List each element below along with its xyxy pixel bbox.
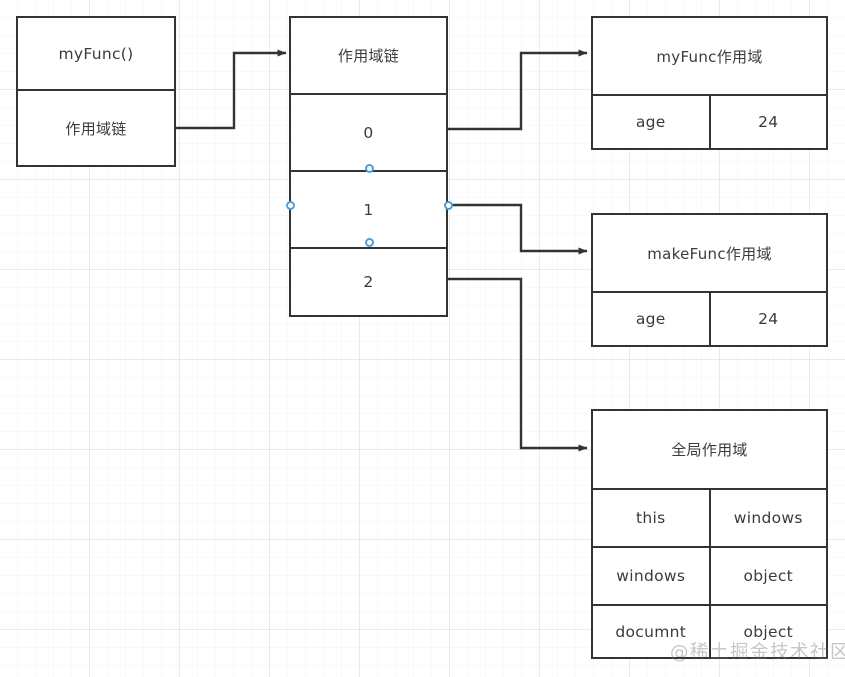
node-my-func[interactable]: myFunc() 作用域链 (16, 16, 176, 167)
node-global-scope-key-1: windows (616, 567, 686, 585)
node-global-scope[interactable]: 全局作用域 this windows windows object documn… (591, 409, 828, 659)
node-scope-chain-row-0[interactable]: 0 (291, 93, 446, 170)
edge-scopechain-1-to-makefunc-scope (448, 203, 588, 255)
edge-myfunc-to-scopechain (176, 49, 287, 130)
node-make-func-scope[interactable]: makeFunc作用域 age 24 (591, 213, 828, 347)
node-global-scope-title-row: 全局作用域 (593, 411, 826, 488)
resize-handle-right[interactable] (443, 200, 453, 210)
edge-scopechain-2-to-global-scope (448, 277, 588, 452)
node-my-func-scope[interactable]: myFunc作用域 age 24 (591, 16, 828, 150)
node-make-func-scope-title: makeFunc作用域 (647, 244, 772, 263)
node-scope-chain-cell-1: 1 (363, 200, 374, 219)
node-make-func-scope-title-row: makeFunc作用域 (593, 215, 826, 291)
resize-handle-left[interactable] (285, 200, 295, 210)
node-global-scope-row-2[interactable]: documnt object (593, 604, 826, 657)
node-my-func-title-row: myFunc() (18, 18, 174, 89)
node-scope-chain-title: 作用域链 (337, 47, 400, 65)
node-my-func-title: myFunc() (58, 44, 134, 63)
node-my-func-scope-title: myFunc作用域 (656, 47, 763, 66)
node-global-scope-key-2: documnt (615, 622, 687, 641)
node-global-scope-key-0: this (636, 509, 666, 527)
resize-handle-bottom[interactable] (364, 237, 374, 247)
node-global-scope-value-2: object (708, 606, 827, 657)
node-my-func-scope-key-0: age (635, 113, 666, 131)
node-scope-chain-cell-2: 2 (363, 273, 374, 291)
node-scope-chain-cell-0: 0 (363, 123, 374, 142)
node-my-func-cell-scope-chain: 作用域链 (65, 119, 127, 138)
resize-handle-top[interactable] (364, 163, 374, 173)
node-make-func-scope-value-0: 24 (708, 293, 827, 345)
node-my-func-scope-row-0[interactable]: age 24 (593, 94, 826, 148)
node-make-func-scope-key-0: age (635, 310, 666, 328)
node-global-scope-row-1[interactable]: windows object (593, 546, 826, 604)
node-global-scope-title: 全局作用域 (671, 441, 748, 459)
node-my-func-scope-value-0: 24 (708, 96, 827, 148)
node-global-scope-row-0[interactable]: this windows (593, 488, 826, 546)
node-scope-chain-row-2[interactable]: 2 (291, 247, 446, 315)
node-scope-chain-title-row: 作用域链 (291, 18, 446, 93)
node-my-func-row-0[interactable]: 作用域链 (18, 89, 174, 165)
watermark: @稀土掘金技术社区 (670, 642, 845, 663)
node-global-scope-value-0: windows (708, 490, 827, 546)
edge-scopechain-0-to-myfunc-scope (448, 49, 588, 131)
node-my-func-scope-title-row: myFunc作用域 (593, 18, 826, 94)
node-global-scope-value-1: object (708, 548, 827, 604)
node-make-func-scope-row-0[interactable]: age 24 (593, 291, 826, 345)
node-scope-chain-row-1[interactable]: 1 (291, 170, 446, 247)
